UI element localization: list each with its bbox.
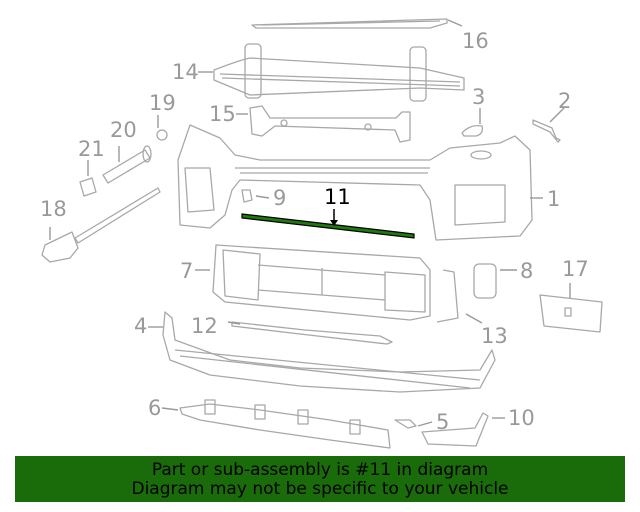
part-19-nut bbox=[156, 129, 168, 141]
callout-9[interactable]: 9 bbox=[273, 186, 287, 210]
callout-3[interactable]: 3 bbox=[472, 85, 486, 109]
callout-1[interactable]: 1 bbox=[547, 187, 561, 211]
callout-16[interactable]: 16 bbox=[462, 29, 489, 53]
info-banner: Part or sub-assembly is #11 in diagram D… bbox=[15, 456, 625, 502]
part-3-cap bbox=[461, 125, 484, 137]
part-11-molding-highlighted bbox=[241, 209, 415, 239]
part-9-clip bbox=[241, 189, 253, 203]
callout-11-highlighted[interactable]: 11 bbox=[324, 185, 351, 209]
callout-2[interactable]: 2 bbox=[558, 89, 572, 113]
callout-7[interactable]: 7 bbox=[180, 259, 194, 283]
part-14-beam bbox=[213, 43, 465, 102]
callout-8[interactable]: 8 bbox=[520, 259, 534, 283]
part-4-lower-fascia bbox=[162, 311, 496, 393]
callout-21[interactable]: 21 bbox=[78, 137, 105, 161]
part-7-grille bbox=[212, 244, 431, 321]
part-8-bezel bbox=[473, 263, 497, 299]
callout-18[interactable]: 18 bbox=[40, 197, 67, 221]
part-12-strip bbox=[231, 321, 393, 345]
part-5-bracket bbox=[394, 419, 417, 429]
callout-17[interactable]: 17 bbox=[562, 257, 589, 281]
callout-5[interactable]: 5 bbox=[436, 410, 450, 434]
callout-leaders bbox=[49, 19, 571, 427]
callout-14[interactable]: 14 bbox=[172, 60, 199, 84]
part-10-trim bbox=[421, 412, 489, 447]
part-20-sleeve bbox=[102, 145, 152, 184]
callout-13[interactable]: 13 bbox=[481, 324, 508, 348]
banner-line-2: Diagram may not be specific to your vehi… bbox=[131, 479, 509, 499]
callout-20[interactable]: 20 bbox=[110, 118, 137, 142]
part-13-wire bbox=[436, 269, 459, 323]
callout-4[interactable]: 4 bbox=[134, 314, 148, 338]
part-21-nut bbox=[79, 177, 97, 197]
callout-19[interactable]: 19 bbox=[149, 91, 176, 115]
part-6-skid bbox=[179, 399, 391, 449]
parts-diagram-drawing bbox=[41, 18, 603, 449]
part-17-plate bbox=[539, 294, 603, 333]
part-2-bracket bbox=[532, 119, 561, 143]
callout-6[interactable]: 6 bbox=[148, 396, 162, 420]
callout-10[interactable]: 10 bbox=[508, 406, 535, 430]
part-1-fascia bbox=[177, 124, 533, 241]
part-16-shield bbox=[251, 18, 448, 29]
callout-12[interactable]: 12 bbox=[191, 314, 218, 338]
part-15-bracket bbox=[249, 105, 411, 143]
callout-15[interactable]: 15 bbox=[209, 102, 236, 126]
part-18-rod bbox=[41, 187, 161, 263]
parts-diagram: 1 2 3 4 5 6 7 8 9 10 11 12 13 14 15 16 1… bbox=[40, 18, 603, 449]
banner-line-1: Part or sub-assembly is #11 in diagram bbox=[151, 460, 489, 480]
